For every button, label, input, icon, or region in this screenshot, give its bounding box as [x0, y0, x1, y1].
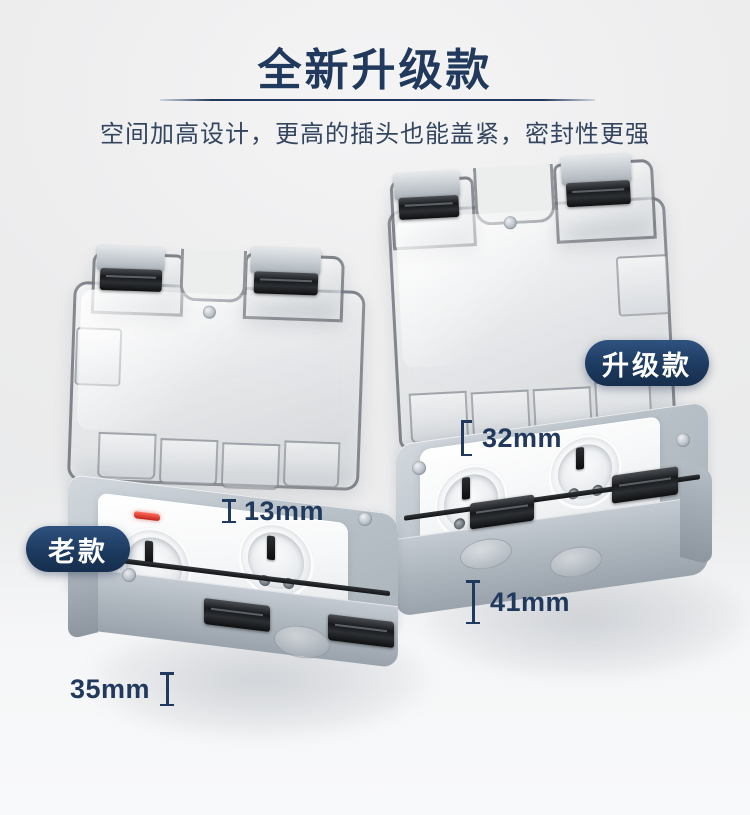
measure-ibar-icon: [160, 672, 175, 706]
page-subtitle: 空间加高设计，更高的插头也能盖紧，密封性更强: [100, 121, 650, 148]
title-divider: [160, 99, 595, 101]
dimension-label: 41mm: [490, 586, 571, 617]
dimension-label: 13mm: [244, 495, 325, 526]
measure-ibar-icon: [222, 499, 236, 523]
product-old-unit: [60, 245, 430, 680]
mounting-screw: [412, 461, 426, 475]
earth-contact: [576, 446, 584, 470]
dimension-old-socket-depth: 13mm: [222, 496, 324, 526]
dimension-label: 32mm: [482, 422, 563, 453]
dimension-old-body-height: 35mm: [70, 672, 175, 706]
dimension-new-socket-depth: 32mm: [461, 420, 562, 456]
measure-bracket-icon: [461, 420, 472, 456]
measure-ibar-icon: [466, 580, 480, 624]
badge-new-model: 升级款: [585, 340, 709, 386]
dimension-label: 35mm: [70, 673, 151, 704]
badge-old-model: 老款: [26, 526, 130, 572]
mounting-screw: [676, 433, 690, 447]
header: 全新升级款 空间加高设计，更高的插头也能盖紧，密封性更强: [0, 0, 750, 149]
earth-contact: [462, 476, 470, 500]
product-new-unit: [387, 153, 720, 665]
mounting-screw: [358, 512, 372, 526]
page-title: 全新升级款: [257, 46, 493, 95]
dimension-new-body-height: 41mm: [466, 580, 570, 624]
earth-contact: [267, 535, 275, 561]
mounting-screw: [122, 568, 136, 582]
old-unit-lid: [60, 245, 379, 516]
indicator-led: [134, 511, 160, 522]
